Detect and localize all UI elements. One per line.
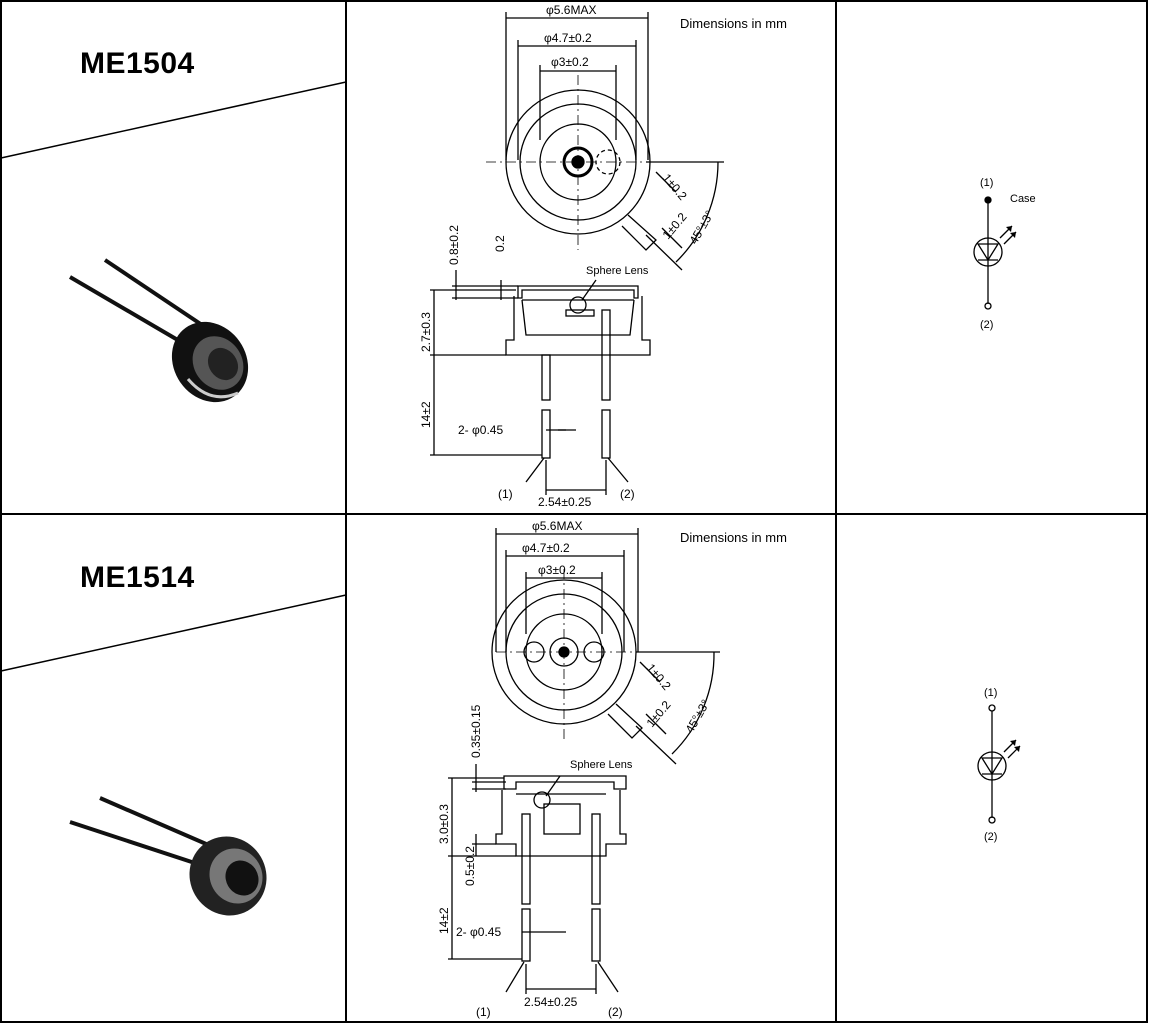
sphere-lens-label: Sphere Lens — [570, 759, 633, 771]
pin-2-label: (2) — [608, 1005, 623, 1019]
pinout-schematic: (1) Case (2) — [973, 177, 1036, 331]
dim-lead-diameter: 2- φ0.45 — [458, 423, 503, 437]
model-name: ME1504 — [80, 47, 195, 80]
dim-inner-diameter: φ3±0.2 — [551, 55, 589, 69]
dim-top-gap: 0.2 — [493, 235, 507, 252]
pin-1-label: (1) — [476, 1005, 491, 1019]
schematic-pin-1: (1) — [984, 687, 997, 699]
dim-height: 3.0±0.3 — [437, 804, 451, 844]
dim-inner-diameter: φ3±0.2 — [538, 563, 576, 577]
model-name: ME1514 — [80, 561, 195, 594]
product-photo — [68, 258, 249, 403]
dim-lead-length: 14±2 — [419, 401, 433, 428]
dim-mid-diameter: φ4.7±0.2 — [544, 31, 592, 45]
dim-tab-1: 1±0.2 — [660, 171, 690, 203]
schematic-case-label: Case — [1010, 193, 1036, 205]
dim-cap-thickness: 0.8±0.2 — [447, 225, 461, 265]
sphere-lens-label: Sphere Lens — [586, 265, 649, 277]
units-note: Dimensions in mm — [680, 16, 787, 31]
dim-angle: 45°±3° — [682, 697, 712, 736]
dimension-drawing: φ5.6MAX φ4.7±0.2 φ3±0.2 1±0.2 1±0.2 45°±… — [437, 519, 720, 1019]
pin-2-label: (2) — [620, 487, 635, 501]
dim-stand-height: 0.5±0.2 — [463, 846, 477, 886]
schematic-pin-2: (2) — [984, 831, 997, 843]
dim-mid-diameter: φ4.7±0.2 — [522, 541, 570, 555]
dim-height: 2.7±0.3 — [419, 312, 433, 352]
dim-pitch: 2.54±0.25 — [538, 495, 592, 509]
dimension-drawing: φ5.6MAX φ4.7±0.2 φ3±0.2 1±0.2 1±0.2 45°±… — [419, 3, 724, 509]
dim-pitch: 2.54±0.25 — [524, 995, 578, 1009]
dim-tab-2: 1±0.2 — [660, 210, 690, 242]
dim-cap-thickness: 0.35±0.15 — [469, 704, 483, 758]
pinout-schematic: (1) (2) — [977, 687, 1021, 843]
dim-lead-length: 14±2 — [437, 907, 451, 934]
dim-lead-diameter: 2- φ0.45 — [456, 925, 501, 939]
dim-outer-diameter: φ5.6MAX — [546, 3, 596, 17]
product-photo — [69, 796, 267, 916]
schematic-pin-1: (1) — [980, 177, 993, 189]
units-note: Dimensions in mm — [680, 530, 787, 545]
dim-tab-2: 1±0.2 — [644, 698, 674, 730]
dim-tab-1: 1±0.2 — [644, 661, 674, 693]
dim-angle: 45°±3° — [686, 208, 716, 247]
pin-1-label: (1) — [498, 487, 513, 501]
dim-outer-diameter: φ5.6MAX — [532, 519, 582, 533]
schematic-pin-2: (2) — [980, 319, 993, 331]
